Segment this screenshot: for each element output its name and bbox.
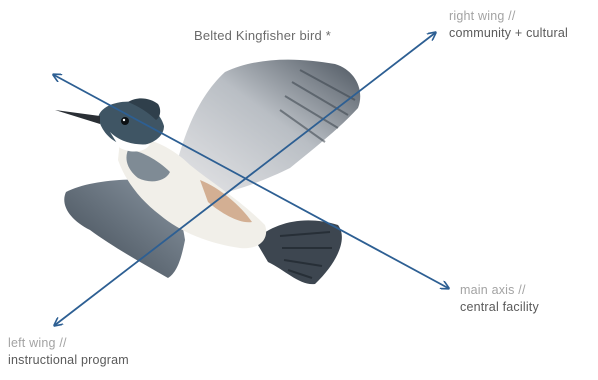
left-wing-label: left wing // instructional program: [8, 335, 129, 369]
left-wing-description: instructional program: [8, 352, 129, 369]
beak: [55, 110, 100, 124]
eye-icon: [121, 117, 129, 125]
main-axis-description: central facility: [460, 299, 539, 316]
tail-shape: [255, 220, 342, 284]
main-axis-heading: main axis //: [460, 282, 539, 299]
diagram-title: Belted Kingfisher bird *: [194, 28, 331, 43]
right-wing-heading: right wing //: [449, 8, 568, 25]
right-wing-description: community + cultural: [449, 25, 568, 42]
right-wing-shape: [175, 60, 360, 195]
right-wing-label: right wing // community + cultural: [449, 8, 568, 42]
left-wing-heading: left wing //: [8, 335, 129, 352]
main-axis-label: main axis // central facility: [460, 282, 539, 316]
